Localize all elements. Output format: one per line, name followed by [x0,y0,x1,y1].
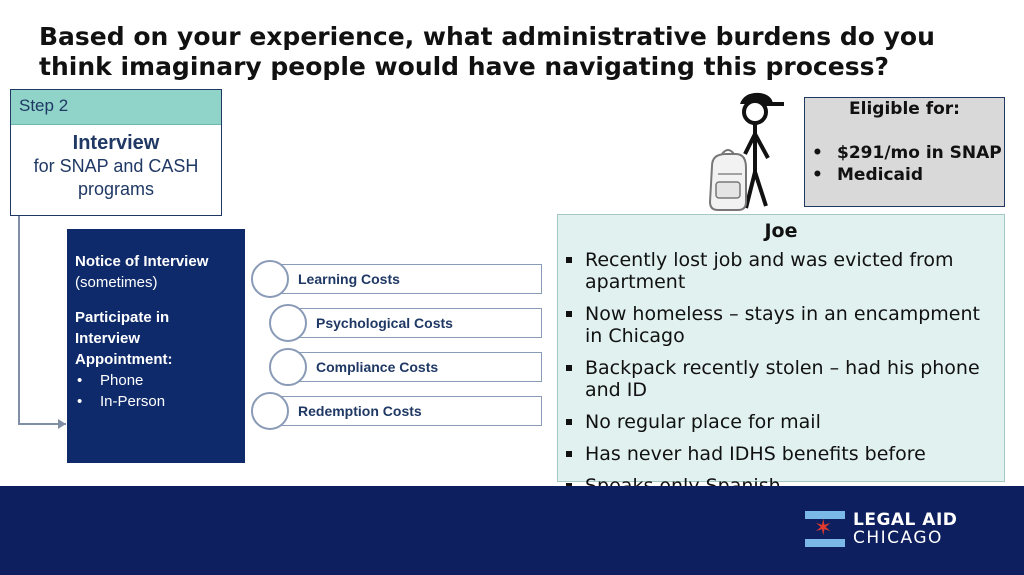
cost-psychological: Psychological Costs [290,308,542,338]
slide-title: Based on your experience, what administr… [39,22,935,81]
connector-arrow-icon [58,419,66,429]
circle-marker-icon [251,260,289,298]
circle-marker-icon [269,348,307,386]
persona-fact: Recently lost job and was evicted from a… [558,249,998,293]
persona-name: Joe [764,220,798,242]
step-subtitle-line2: programs [77,179,155,199]
cost-compliance: Compliance Costs [290,352,542,382]
cost-learning: Learning Costs [272,264,542,294]
option-in-person: In-Person [75,391,237,412]
circle-marker-icon [251,392,289,430]
cost-redemption: Redemption Costs [272,396,542,426]
step-heading: Interview [72,132,160,154]
participate-line2: Interview [75,330,141,347]
persona-facts: Recently lost job and was evicted from a… [558,249,998,507]
stick-figure-with-backpack-icon [708,92,784,211]
participate-line1: Participate in [75,309,170,326]
persona-fact: Has never had IDHS benefits before [558,443,998,465]
step-label: Step 2 [11,90,221,125]
step-card: Step 2 Interview for SNAP and CASH progr… [10,89,222,216]
appointment-options: Phone In-Person [75,370,237,412]
interview-notice-box: Notice of Interview (sometimes) Particip… [67,229,245,463]
eligibility-heading: Eligible for: [849,99,960,119]
persona-fact: Now homeless – stays in an encampment in… [558,303,998,347]
logo-text-line2: CHICAGO [853,528,943,548]
connector-line-horizontal [18,423,66,425]
logo-text-line1: LEGAL AID [853,510,958,530]
connector-line [18,216,20,425]
notice-qualifier: (sometimes) [75,274,158,291]
persona-fact: Backpack recently stolen – had his phone… [558,357,998,401]
legal-aid-chicago-logo: ✶ LEGAL AID CHICAGO [805,511,965,549]
footer-band [0,486,1024,575]
step-body: Interview for SNAP and CASH programs [11,125,221,201]
participate-line3: Appointment: [75,351,173,368]
eligibility-list: $291/mo in SNAP Medicaid [805,142,1004,186]
chicago-flag-icon: ✶ [805,511,845,547]
step-subtitle-line1: for SNAP and CASH [33,156,199,176]
persona-box: Joe Recently lost job and was evicted fr… [557,214,1005,497]
circle-marker-icon [269,304,307,342]
persona-fact: No regular place for mail [558,411,998,433]
eligibility-item: Medicaid [805,164,1004,186]
option-phone: Phone [75,370,237,391]
eligibility-item: $291/mo in SNAP [805,142,1004,164]
eligibility-box: Eligible for: $291/mo in SNAP Medicaid [804,97,1005,207]
notice-title: Notice of Interview [75,253,209,270]
